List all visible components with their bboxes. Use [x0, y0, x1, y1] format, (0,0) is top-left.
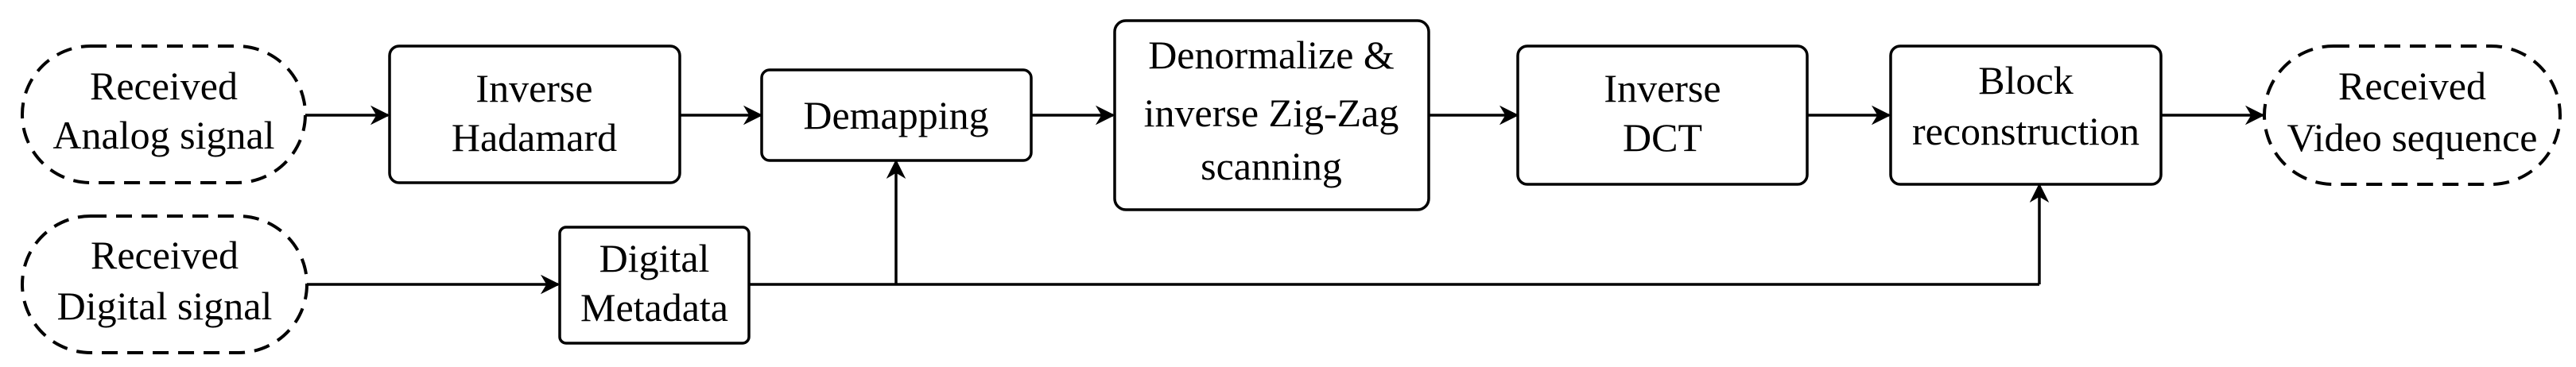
inverse-hadamard-line-1: Inverse [475, 66, 592, 110]
block-box [760, 68, 1033, 162]
inverse-hadamard-line-2: Hadamard [452, 115, 617, 160]
dashed-oval [2263, 44, 2562, 186]
block-box [1113, 19, 1430, 211]
denormalize-line-3: scanning [1201, 144, 1342, 188]
input-analog-signal: Received Analog signal [21, 44, 307, 184]
block-inverse-dct: Inverse DCT [1516, 44, 1809, 186]
dashed-oval [21, 44, 307, 184]
demapping-label: Demapping [803, 93, 988, 137]
dashed-oval [21, 214, 308, 354]
block-reconstruction: Block reconstruction [1889, 44, 2163, 186]
output-video-sequence: Received Video sequence [2263, 44, 2562, 186]
block-demapping: Demapping [760, 68, 1033, 162]
input-analog-line-2: Analog signal [52, 113, 274, 157]
reconstruction-line-1: Block [1978, 58, 2073, 102]
denormalize-line-1: Denormalize & [1148, 33, 1395, 77]
metadata-line-1: Digital [599, 236, 710, 280]
reconstruction-line-2: reconstruction [1912, 109, 2140, 153]
block-box [558, 226, 751, 345]
block-inverse-hadamard: Inverse Hadamard [388, 44, 681, 184]
input-digital-line-2: Digital signal [57, 284, 273, 328]
inverse-dct-line-1: Inverse [1604, 66, 1721, 110]
input-digital-line-1: Received [91, 233, 239, 277]
metadata-line-2: Metadata [580, 285, 728, 330]
output-video-line-1: Received [2338, 64, 2486, 108]
edges [305, 105, 2265, 295]
block-box [1889, 44, 2163, 186]
inverse-dct-line-2: DCT [1623, 115, 1702, 160]
denormalize-line-2: inverse Zig-Zag [1144, 91, 1399, 135]
input-analog-line-1: Received [90, 64, 238, 108]
block-box [388, 44, 681, 184]
output-video-line-2: Video sequence [2287, 115, 2538, 160]
input-digital-signal: Received Digital signal [21, 214, 308, 354]
block-digital-metadata: Digital Metadata [558, 226, 751, 345]
block-denormalize-zigzag: Denormalize & inverse Zig-Zag scanning [1113, 19, 1430, 211]
block-box [1516, 44, 1809, 186]
